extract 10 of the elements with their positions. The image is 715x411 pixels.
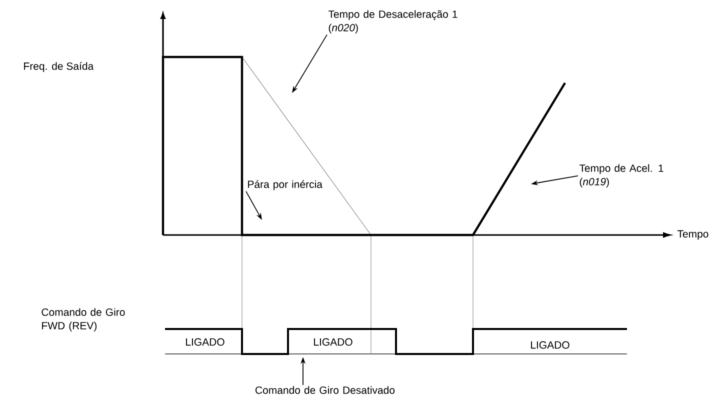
leader-text: Comando de Giro Desativado (256, 386, 395, 394)
axis-label: Freq. de Saída (24, 62, 94, 72)
leader-text: Tempo de Desaceleração 1 (n020) (328, 10, 458, 34)
state-label: LIGADO (186, 338, 224, 346)
leader-text: Pára por inércia (248, 180, 322, 190)
state-label: LIGADO (531, 341, 570, 349)
state-label: LIGADO (314, 338, 352, 346)
signal-label: Comando de Giro FWD (REV) (42, 308, 125, 332)
leader-text: Tempo de Acel. 1 (n019) (579, 164, 664, 188)
axis-label: Tempo (677, 230, 708, 240)
